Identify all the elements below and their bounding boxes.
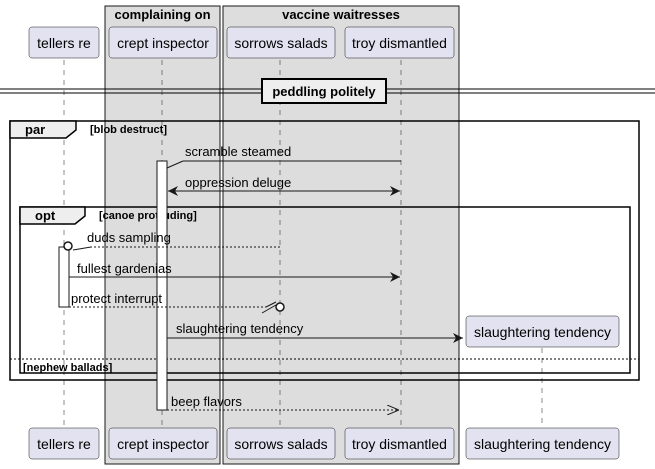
message-label: oppression deluge <box>185 175 291 190</box>
participant-label: slaughtering tendency <box>474 436 611 452</box>
message-fullest-gardenias: fullest gardenias <box>69 261 400 282</box>
participant-label: sorrows salads <box>234 35 327 51</box>
participant-tellers-re-bottom[interactable]: tellers re <box>28 427 100 460</box>
participant-label: crept inspector <box>117 35 209 51</box>
frame-par-keyword: par <box>25 122 45 137</box>
frame-par: par [blob destruct] [nephew ballads] <box>9 120 640 381</box>
participant-label: crept inspector <box>117 436 209 452</box>
participant-label: slaughtering tendency <box>474 324 611 340</box>
participant-crept-inspector-bottom[interactable]: crept inspector <box>108 427 218 460</box>
message-beep-flavors: beep flavors <box>167 394 399 410</box>
frame-opt: opt [canoe protruding] <box>19 206 631 374</box>
message-label: scramble steamed <box>185 144 291 159</box>
frame-par-else-condition: [nephew ballads] <box>23 362 113 374</box>
frame-opt-condition: [canoe protruding] <box>99 210 197 222</box>
message-oppression-deluge: oppression deluge <box>168 175 400 196</box>
box-vaccine-waitresses-title: vaccine waitresses <box>282 7 400 22</box>
activation-crept-inspector <box>156 160 168 411</box>
participant-label: tellers re <box>37 35 91 51</box>
frame-par-condition: [blob destruct] <box>90 124 167 136</box>
participant-label: troy dismantled <box>352 436 447 452</box>
participant-sorrows-salads-bottom[interactable]: sorrows salads <box>226 427 336 460</box>
participant-label: sorrows salads <box>234 436 327 452</box>
frame-opt-keyword: opt <box>35 208 56 223</box>
participant-label: troy dismantled <box>352 35 447 51</box>
participant-troy-dismantled-bottom[interactable]: troy dismantled <box>344 427 455 460</box>
message-protect-interrupt: protect interrupt <box>69 291 285 314</box>
divider-label: peddling politely <box>272 84 376 99</box>
box-complaining-on-title: complaining on <box>114 7 210 22</box>
participant-crept-inspector-top[interactable]: crept inspector <box>108 26 218 59</box>
message-label: fullest gardenias <box>77 261 172 276</box>
message-slaughtering-tendency: slaughtering tendency <box>167 321 463 343</box>
activation-tellers-re <box>58 246 70 308</box>
divider-peddling-politely: peddling politely <box>0 78 655 104</box>
box-vaccine-waitresses <box>222 5 460 465</box>
participant-slaughtering-tendency-bottom[interactable]: slaughtering tendency <box>465 427 620 460</box>
participant-troy-dismantled-top[interactable]: troy dismantled <box>344 26 455 59</box>
participant-label: tellers re <box>37 436 91 452</box>
participant-tellers-re-top[interactable]: tellers re <box>28 26 100 59</box>
message-label: protect interrupt <box>71 291 162 306</box>
message-label: slaughtering tendency <box>176 321 304 336</box>
message-scramble-steamed: scramble steamed <box>166 144 401 169</box>
message-duds-sampling: duds sampling <box>63 230 280 251</box>
message-label: beep flavors <box>171 394 242 409</box>
participant-sorrows-salads-top[interactable]: sorrows salads <box>226 26 336 59</box>
message-label: duds sampling <box>87 230 171 245</box>
participant-slaughtering-tendency-created[interactable]: slaughtering tendency <box>465 315 620 348</box>
